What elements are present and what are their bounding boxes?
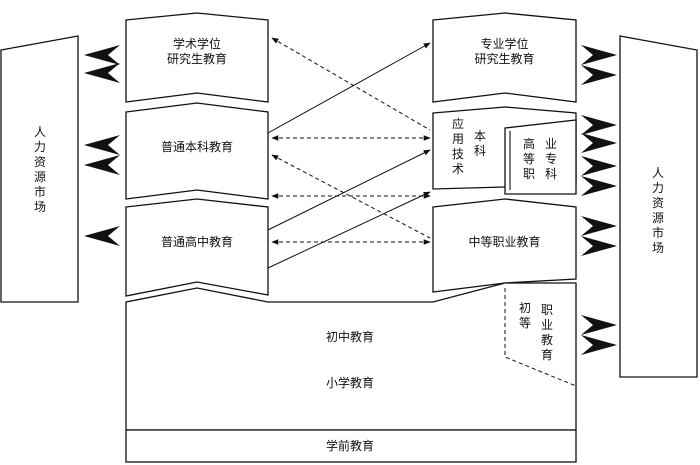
output-arrow — [581, 156, 617, 176]
undergrad-to-professional-arrow — [267, 42, 431, 134]
output-arrow — [581, 335, 617, 355]
professional-master-box — [432, 12, 577, 103]
general-high-school-box — [125, 198, 269, 297]
output-arrow — [581, 176, 617, 196]
general-undergrad-box — [125, 102, 269, 200]
output-arrow — [581, 216, 617, 236]
output-arrow — [581, 45, 617, 65]
highschool-to-applied-arrow — [267, 149, 431, 231]
output-arrow — [581, 65, 617, 85]
preschool-box — [125, 429, 577, 463]
output-arrow — [581, 133, 617, 153]
undergrad-to-secondary-dashed — [271, 154, 431, 239]
output-arrow — [581, 315, 617, 335]
junior-high-label: 初中教育 — [325, 330, 374, 344]
higher-vocational-col2: 业专科 — [544, 137, 557, 181]
preschool-label: 学前教育 — [325, 439, 374, 453]
secondary-vocational-label: 中等职业教育 — [468, 235, 541, 249]
right-market-label: 人力资源市场 — [651, 166, 664, 255]
academic-master-line2: 研究生教育 — [166, 52, 227, 66]
junior-vocational-divider — [504, 288, 577, 387]
applied-tech-col1: 应用技术 — [451, 117, 464, 176]
professional-master-line1: 专业学位 — [480, 37, 529, 51]
left-market-box — [0, 35, 79, 303]
compulsory-education-box — [125, 282, 577, 431]
output-arrow — [84, 226, 120, 246]
academic-master-box — [125, 12, 269, 103]
general-high-school-label: 普通高中教育 — [160, 235, 233, 249]
primary-label: 小学教育 — [325, 376, 374, 390]
junior-vocational-col1: 初等 — [518, 301, 531, 330]
left-market-label: 人力资源市场 — [33, 125, 46, 214]
output-arrow — [84, 45, 120, 65]
professional-master-line2: 研究生教育 — [474, 52, 535, 66]
higher-vocational-box — [504, 119, 577, 195]
academic-to-applied-dashed — [271, 37, 431, 131]
output-arrow — [84, 155, 120, 175]
right-market-box — [619, 35, 698, 378]
general-undergrad-label: 普通本科教育 — [160, 140, 233, 154]
higher-vocational-col1: 高等职 — [522, 137, 535, 181]
output-arrow — [84, 135, 120, 155]
academic-master-line1: 学术学位 — [172, 37, 221, 51]
output-arrow — [84, 63, 120, 83]
junior-vocational-col2: 职业教育 — [540, 303, 553, 362]
output-arrow — [581, 236, 617, 256]
applied-tech-col2: 本科 — [473, 129, 486, 158]
secondary-vocational-box — [432, 198, 577, 293]
highschool-to-vocational-arrow — [267, 191, 431, 269]
output-arrow — [581, 115, 617, 135]
